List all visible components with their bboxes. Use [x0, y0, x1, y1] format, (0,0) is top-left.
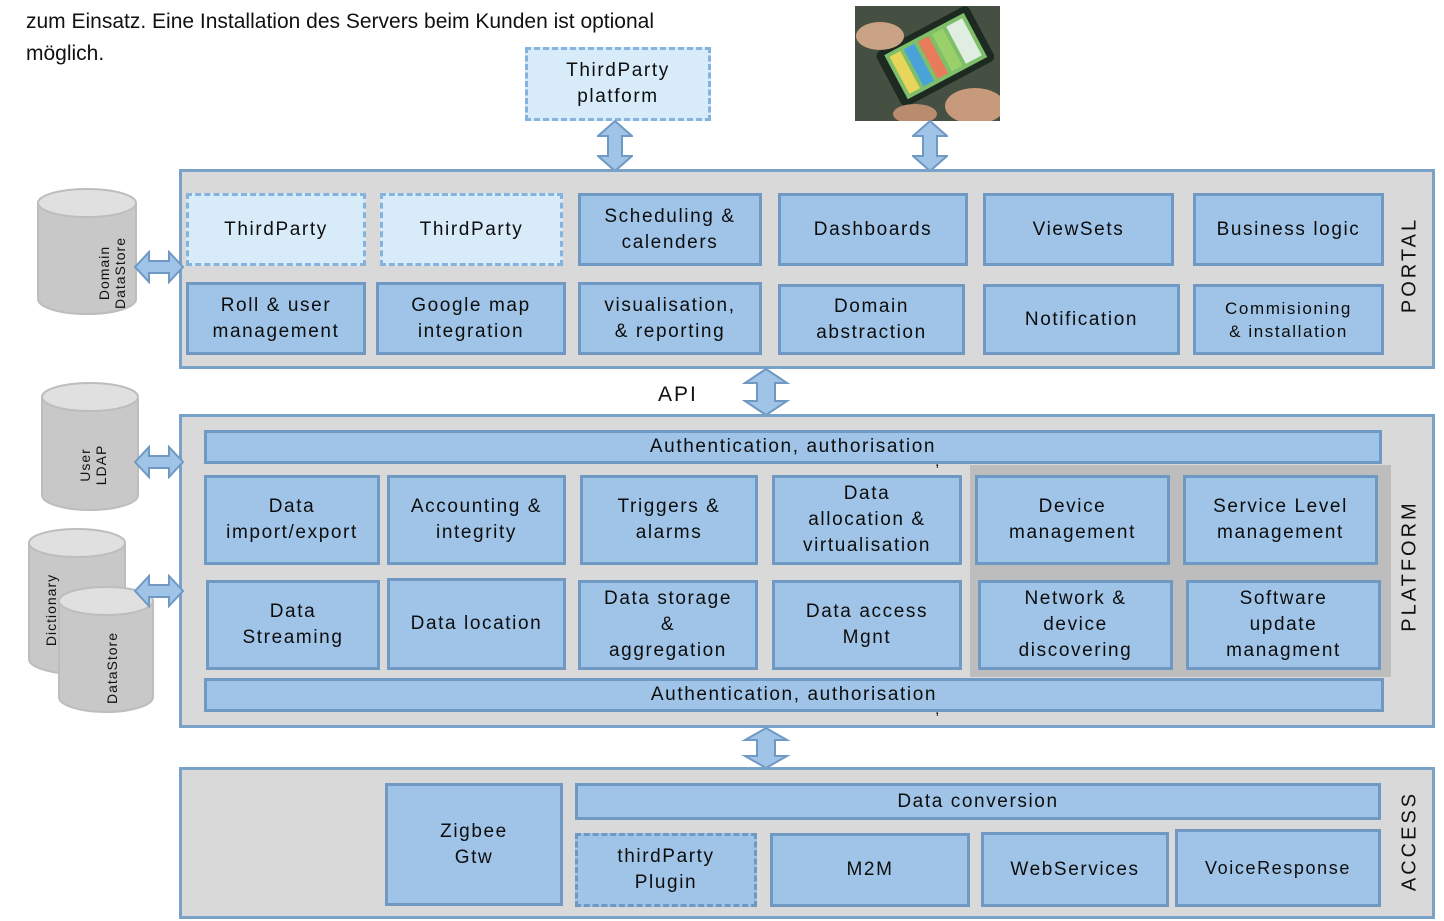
portal-business-logic: Business logic	[1193, 193, 1384, 266]
arrow-user-platform	[134, 445, 184, 479]
thirdparty-platform-box: ThirdParty platform	[525, 47, 711, 121]
platform-auth-bottom: Authentication, authorisation	[204, 678, 1384, 712]
arrow-datastore-platform	[134, 574, 184, 608]
platform-software-update: Software update managment	[1186, 580, 1381, 670]
platform-data-access: Data access Mgnt	[772, 580, 962, 670]
platform-data-streaming: Data Streaming	[206, 580, 380, 670]
platform-accounting: Accounting & integrity	[387, 475, 566, 565]
datastore-cylinder	[58, 586, 154, 713]
platform-data-import-export: Data import/export	[204, 475, 380, 565]
portal-commisioning: Commisioning & installation	[1193, 284, 1384, 355]
api-label: API	[658, 383, 698, 406]
arrow-thirdparty-portal	[597, 120, 633, 172]
auth-top-comma: ,	[935, 453, 940, 470]
platform-triggers: Triggers & alarms	[580, 475, 758, 565]
platform-device-mgmt: Device management	[975, 475, 1170, 565]
platform-data-storage: Data storage & aggregation	[578, 580, 758, 670]
portal-google-map: Google map integration	[376, 282, 566, 355]
portal-notification: Notification	[983, 284, 1180, 355]
platform-auth-top: Authentication, authorisation	[204, 430, 1382, 464]
platform-service-level: Service Level management	[1183, 475, 1378, 565]
portal-thirdparty-1: ThirdParty	[186, 193, 366, 266]
user-ldap-cylinder	[41, 382, 139, 511]
access-m2m: M2M	[770, 833, 970, 907]
intro-text: zum Einsatz. Eine Installation des Serve…	[26, 10, 655, 65]
arrow-portal-platform	[741, 368, 791, 416]
access-webservices: WebServices	[981, 832, 1169, 907]
arrow-platform-access	[741, 727, 791, 769]
portal-roll-user-mgmt: Roll & user management	[186, 282, 366, 355]
arrow-photo-portal	[912, 120, 948, 172]
portal-domain-abstraction: Domain abstraction	[778, 284, 965, 355]
access-voiceresponse: VoiceResponse	[1175, 829, 1381, 907]
portal-viewsets: ViewSets	[983, 193, 1174, 266]
portal-scheduling: Scheduling & calenders	[578, 193, 762, 266]
access-zigbee: Zigbee Gtw	[385, 783, 563, 906]
platform-network-discovery: Network & device discovering	[978, 580, 1173, 670]
access-thirdparty-plugin: thirdParty Plugin	[575, 833, 757, 907]
domain-datastore-cylinder	[37, 188, 137, 315]
platform-data-allocation: Data allocation & virtualisation	[772, 475, 962, 565]
arrow-domain-portal	[134, 250, 184, 284]
portal-thirdparty-2: ThirdParty	[380, 193, 563, 266]
platform-data-location: Data location	[387, 578, 566, 670]
auth-bottom-comma: ,	[935, 701, 940, 718]
portal-visualisation: visualisation, & reporting	[578, 282, 762, 355]
portal-dashboards: Dashboards	[778, 193, 968, 266]
device-photo	[855, 6, 1000, 121]
access-data-conversion: Data conversion	[575, 783, 1381, 820]
